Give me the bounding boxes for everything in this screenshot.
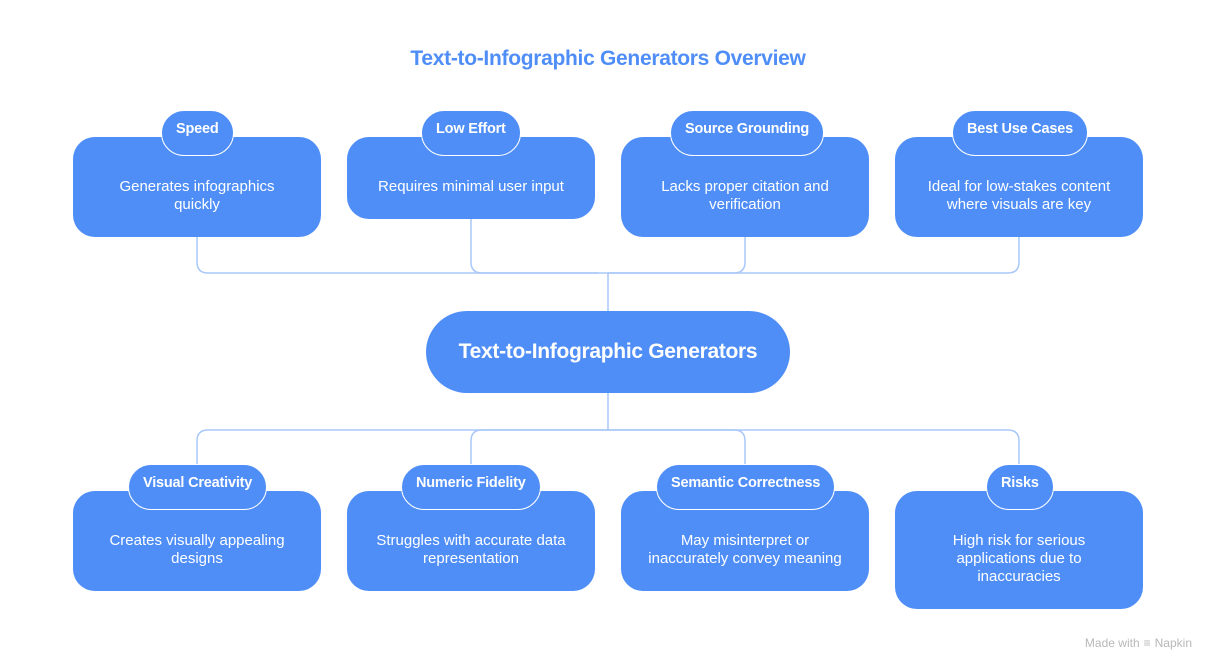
node-label-visual-creativity: Visual Creativity <box>128 464 268 510</box>
node-label-risks: Risks <box>986 464 1054 510</box>
connector-top-1 <box>196 237 598 274</box>
node-description: Generates infographics quickly <box>119 178 275 213</box>
node-description: Lacks proper citation and verification <box>661 178 829 213</box>
connector-bottom-2 <box>470 429 608 467</box>
node-label-best-use-cases: Best Use Cases <box>952 110 1089 156</box>
node-description: May misinterpret or inaccurately convey … <box>648 532 842 567</box>
connector-bottom-3 <box>608 429 746 467</box>
napkin-logo-icon: ≡ <box>1143 636 1151 650</box>
made-with-text: Made with <box>1084 636 1140 650</box>
node-label-semantic-correctness: Semantic Correctness <box>656 464 836 510</box>
node-description: Struggles with accurate data representat… <box>376 532 566 567</box>
node-description: High risk for serious applications due t… <box>952 532 1086 585</box>
connector-bottom-4 <box>608 429 1020 467</box>
node-label-speed: Speed <box>161 110 234 156</box>
node-description: Creates visually appealing designs <box>109 532 285 567</box>
node-description: Ideal for low-stakes content where visua… <box>927 178 1111 213</box>
connector-top-2 <box>470 219 608 274</box>
brand-name: Napkin <box>1154 636 1192 650</box>
node-risks: High risk for serious applications due t… <box>895 491 1143 609</box>
node-description: Requires minimal user input <box>378 178 564 195</box>
node-low-effort: Requires minimal user input <box>347 137 595 219</box>
node-label-source-grounding: Source Grounding <box>670 110 825 156</box>
diagram-title: Text-to-Infographic Generators Overview <box>410 47 806 70</box>
node-label-low-effort: Low Effort <box>421 110 521 156</box>
connector-bottom-1 <box>196 429 608 467</box>
connector-top-3 <box>608 237 746 274</box>
node-source-grounding: Lacks proper citation and verification <box>621 137 869 237</box>
node-label-numeric-fidelity: Numeric Fidelity <box>401 464 541 510</box>
watermark: Made with ≡ Napkin <box>1085 636 1192 650</box>
central-node: Text-to-Infographic Generators <box>426 311 790 393</box>
connector-top-4 <box>608 237 1020 274</box>
